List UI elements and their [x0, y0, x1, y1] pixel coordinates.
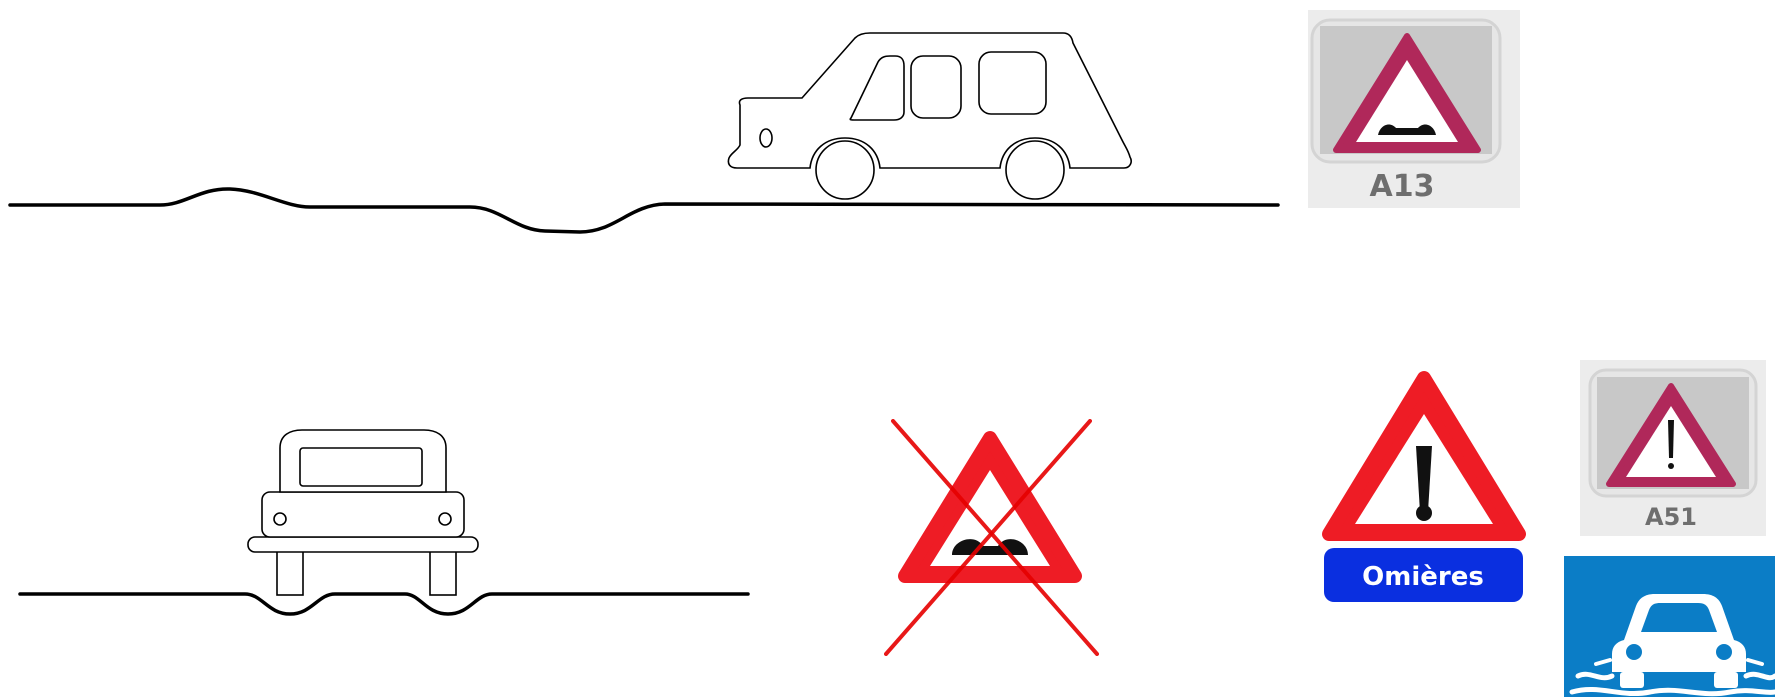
car-rear-outline-icon: [248, 430, 478, 595]
a13-sign-card: A13: [1308, 10, 1520, 208]
road-profile-bump-dip: [10, 189, 1278, 232]
omieres-label: Omières: [1362, 562, 1484, 592]
road-profile-ruts: [20, 594, 748, 614]
danger-warning-sign-icon: [1329, 378, 1519, 534]
car-side-outline-icon: [728, 33, 1131, 199]
a51-sign-card: A51: [1580, 360, 1766, 536]
omieres-plate: Omières: [1324, 548, 1523, 602]
a13-code-label: A13: [1370, 169, 1435, 204]
water-on-road-car-icon: [1564, 556, 1775, 697]
crossed-out-warning-sign-icon: [886, 421, 1097, 654]
a51-code-label: A51: [1645, 503, 1697, 531]
